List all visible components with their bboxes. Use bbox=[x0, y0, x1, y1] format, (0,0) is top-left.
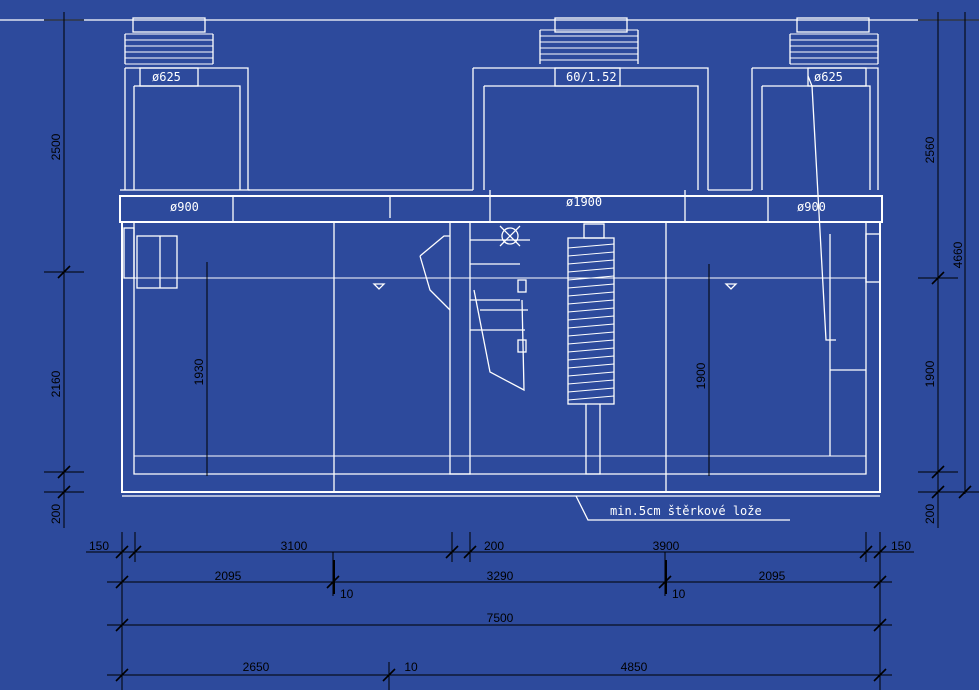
dim-row1-150-right: 150 bbox=[891, 539, 911, 553]
label-right-top-diameter: ø625 bbox=[814, 70, 843, 84]
label-center-mid-diameter: ø1900 bbox=[566, 195, 602, 209]
dim-inner-1900: 1900 bbox=[694, 362, 708, 389]
label-left-mid-diameter: ø900 bbox=[170, 200, 199, 214]
right-vertical-dims bbox=[918, 12, 979, 528]
left-shaft bbox=[120, 17, 250, 191]
dim-right-2560: 2560 bbox=[923, 136, 937, 163]
filter-column bbox=[567, 223, 615, 475]
left-vertical-dims bbox=[44, 12, 84, 528]
dim-row2-3290: 3290 bbox=[487, 569, 514, 583]
dim-row2-2095-left: 2095 bbox=[215, 569, 242, 583]
dim-row2-2095-right: 2095 bbox=[759, 569, 786, 583]
dim-row1-150-left: 150 bbox=[89, 539, 109, 553]
label-right-mid-diameter: ø900 bbox=[797, 200, 826, 214]
dim-row1-3900: 3900 bbox=[653, 539, 680, 553]
tank-body bbox=[121, 221, 881, 497]
dim-left-2500: 2500 bbox=[49, 133, 63, 160]
dim-inner-1930: 1930 bbox=[192, 358, 206, 385]
dim-row4-4850: 4850 bbox=[621, 660, 648, 674]
dim-row1-3100: 3100 bbox=[281, 539, 308, 553]
dim-row1-200: 200 bbox=[484, 539, 504, 553]
outlet-box bbox=[829, 233, 881, 456]
dim-row2-10-left: 10 bbox=[340, 587, 354, 601]
dim-row4-10: 10 bbox=[404, 660, 418, 674]
note-leader bbox=[575, 495, 790, 521]
label-center-top: 60/1.52 bbox=[566, 70, 617, 84]
inlet-box bbox=[123, 227, 178, 289]
gravel-bed-note: min.5cm štěrkové lože bbox=[610, 504, 762, 518]
lid-slab bbox=[119, 189, 883, 223]
dim-row4-2650: 2650 bbox=[243, 660, 270, 674]
dim-right-4660: 4660 bbox=[951, 241, 965, 268]
separator-unit bbox=[419, 225, 530, 392]
right-shaft bbox=[751, 17, 879, 190]
dim-right-200: 200 bbox=[923, 504, 937, 524]
pipe bbox=[807, 75, 836, 341]
horizontal-dims bbox=[86, 532, 914, 690]
dim-left-200: 200 bbox=[49, 504, 63, 524]
dim-right-1900: 1900 bbox=[923, 360, 937, 387]
dim-row2-10-right: 10 bbox=[672, 587, 686, 601]
label-left-top-diameter: ø625 bbox=[152, 70, 181, 84]
dim-row3-7500: 7500 bbox=[487, 611, 514, 625]
interior-dims bbox=[206, 262, 710, 476]
dim-left-2160: 2160 bbox=[49, 370, 63, 397]
center-shaft bbox=[472, 17, 709, 190]
